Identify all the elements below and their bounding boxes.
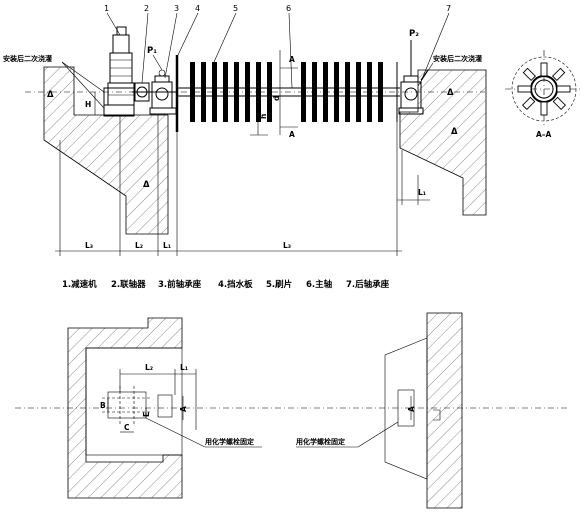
- concrete-mark-3: Δ: [447, 88, 454, 98]
- part-number-1: 1: [104, 4, 109, 13]
- legend-main-shaft: 6.主轴: [306, 279, 333, 290]
- part-number-3: 3: [174, 4, 179, 13]
- p1-gauge: [158, 69, 166, 77]
- part-number-2: 2: [144, 4, 149, 13]
- front-bearing-cap: [154, 75, 170, 83]
- section-a-bottom: A: [289, 130, 295, 139]
- legend-coupling: 2.联轴器: [111, 279, 146, 290]
- reducer-top: [116, 26, 127, 36]
- dim-L1-small: L₁: [163, 241, 171, 250]
- dim-L1-right: L₁: [418, 188, 426, 197]
- p1-leader: [152, 54, 163, 71]
- label-p1: P₁: [147, 46, 157, 56]
- leader-4: [177, 12, 199, 56]
- plan-dim-A-left: A: [179, 406, 188, 412]
- section-a-top: A: [289, 55, 295, 64]
- reducer-base: [107, 82, 135, 106]
- section-name: A–A: [536, 130, 552, 139]
- legend-reducer: 1.减速机: [62, 279, 97, 290]
- leader-7: [419, 12, 450, 85]
- dim-L2: L₂: [135, 241, 143, 250]
- rear-bearing-cap: [403, 75, 419, 83]
- legend-rear-bearing: 7.后轴承座: [346, 279, 390, 290]
- rear-bearing-base: [398, 107, 424, 115]
- part-number-5: 5: [233, 4, 238, 13]
- concrete-mark-4: Δ: [451, 127, 458, 137]
- section-aa-view: [505, 50, 583, 128]
- legend-brush: 5.刷片: [266, 279, 292, 290]
- plan-left-foundation: [67, 317, 183, 499]
- plan-right-foundation: [426, 312, 463, 509]
- leader-5: [213, 12, 237, 63]
- label-p2: P₂: [409, 29, 419, 39]
- note-grout-right: 安装后二次浇灌: [433, 54, 482, 63]
- concrete-mark-1: Δ: [47, 90, 54, 100]
- plan-right-bearing-box: [397, 389, 415, 427]
- note-grout-left: 安装后二次浇灌: [3, 54, 52, 63]
- front-bearing-seat: [151, 81, 173, 109]
- part-number-7: 7: [446, 4, 451, 13]
- part-number-6: 6: [286, 4, 291, 13]
- leader-3: [164, 12, 178, 79]
- note-anchor-right: 用化学螺栓固定: [296, 437, 345, 446]
- concrete-mark-2: Δ: [143, 180, 150, 190]
- anchor-right-leader: [357, 421, 399, 448]
- plan-right-notch: [433, 409, 441, 421]
- leader-1: [106, 12, 121, 36]
- dim-d: d: [272, 96, 281, 101]
- dim-H: H: [85, 100, 91, 109]
- legend-baffle: 4.挡水板: [218, 279, 253, 290]
- plan-left-pocket: [85, 347, 183, 456]
- reducer-foot: [103, 104, 135, 116]
- front-bearing-ring: [155, 87, 169, 101]
- right-foundation: [399, 69, 487, 216]
- dim-L3-main: L₃: [283, 241, 291, 250]
- plan-dim-L1: L₁: [180, 363, 188, 372]
- leader-2: [141, 12, 149, 84]
- plan-bolt-grid: [107, 391, 147, 419]
- part-number-4: 4: [195, 4, 200, 13]
- grout-right-leader: [417, 62, 434, 87]
- grout-left-leader-2: [61, 61, 105, 109]
- plan-dim-L2: L₂: [145, 363, 153, 372]
- legend-front-bearing: 3.前轴承座: [158, 279, 202, 290]
- dim-h: h: [259, 114, 268, 119]
- grout-left-leader-1: [61, 61, 105, 93]
- rear-bearing-ring: [404, 87, 418, 101]
- plan-dim-C: C: [124, 423, 130, 432]
- reducer-motor: [112, 34, 130, 54]
- dim-L3-left: L₃: [85, 241, 93, 250]
- anchor-left-leader: [145, 417, 206, 448]
- note-anchor-left: 用化学螺栓固定: [205, 437, 254, 446]
- plan-dim-B: B: [100, 401, 106, 410]
- leader-6: [288, 12, 293, 89]
- brush-plates: [190, 62, 383, 122]
- plan-dim-E: E: [142, 412, 151, 417]
- plan-right-wingwall: [384, 337, 428, 480]
- plan-bearing-box: [157, 394, 173, 418]
- plan-dim-A-right: A: [407, 406, 416, 412]
- front-bearing-base: [149, 107, 177, 115]
- left-foundation: [43, 66, 169, 235]
